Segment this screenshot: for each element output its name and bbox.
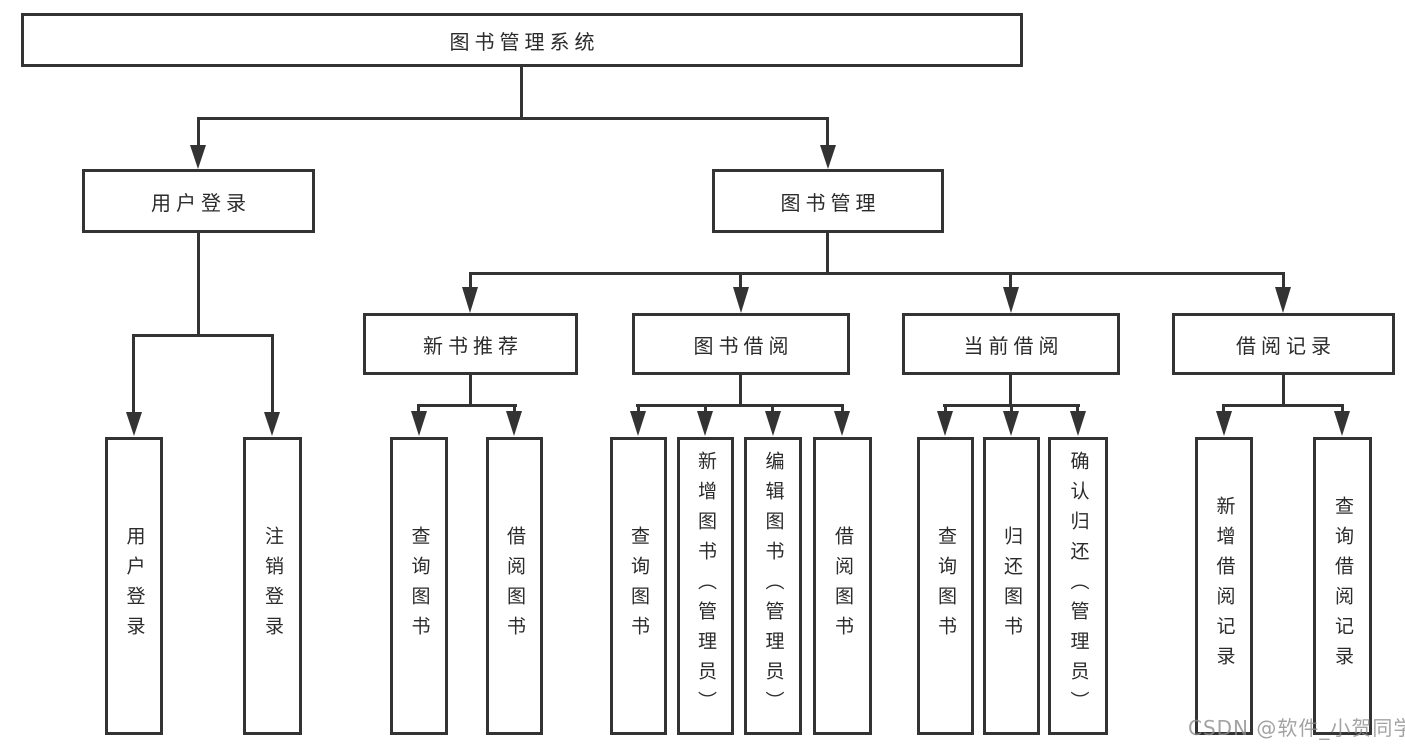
connector-user-login-bar (132, 334, 274, 337)
leaf-return-book: 归还图书 (983, 437, 1040, 735)
connector-leaf-drop (417, 404, 420, 414)
arrow-down-icon (411, 411, 427, 436)
connector-leaf-drop (841, 404, 844, 414)
arrow-down-icon (462, 287, 478, 313)
arrow-down-icon (630, 411, 646, 436)
leaf-logout-label: 注销登录 (262, 526, 284, 646)
node-user-login: 用户登录 (82, 169, 315, 233)
arrow-down-icon (1070, 411, 1086, 436)
leaf-query-books-recommend: 查询图书 (390, 437, 448, 735)
connector-user-login-drop (197, 117, 200, 148)
node-book-borrowing-label: 图书借阅 (693, 333, 794, 358)
node-user-login-label: 用户登录 (151, 190, 251, 215)
leaf-add-book-admin-label: 新增图书（管理员） (695, 451, 717, 721)
arrow-down-icon (834, 411, 850, 436)
arrow-down-icon (1216, 411, 1232, 436)
arrow-down-icon (126, 412, 142, 436)
leaf-confirm-return-admin: 确认归还（管理员） (1048, 437, 1108, 735)
node-book-management: 图书管理 (712, 169, 944, 233)
csdn-watermark: CSDN @软件_小贺同学 (1188, 716, 1405, 740)
connector-root-stem (520, 65, 523, 120)
arrow-down-icon (697, 411, 713, 436)
leaf-borrow-books-borrowing: 借阅图书 (813, 437, 872, 735)
node-new-book-recommend-label: 新书推荐 (423, 333, 523, 358)
leaf-query-books-recommend-label: 查询图书 (408, 526, 431, 646)
leaf-add-book-admin: 新增图书（管理员） (677, 437, 734, 735)
connector-leaf-drop (637, 404, 640, 414)
leaf-confirm-return-admin-label: 确认归还（管理员） (1067, 451, 1090, 721)
connector-records-bar (1222, 404, 1344, 407)
node-current-borrowing: 当前借阅 (902, 313, 1120, 375)
node-current-borrowing-label: 当前借阅 (963, 333, 1064, 358)
leaf-borrow-books-recommend-label: 借阅图书 (504, 526, 526, 646)
connector-l2-drop (469, 272, 472, 289)
connector-leaf-drop (132, 334, 135, 412)
arrow-down-icon (1275, 287, 1291, 313)
leaf-query-borrow-record-label: 查询借阅记录 (1332, 496, 1354, 676)
connector-l2-drop (739, 272, 742, 289)
connector-borrowing-bar (636, 404, 844, 407)
leaf-query-borrow-record: 查询借阅记录 (1313, 437, 1372, 735)
leaf-query-books-borrowing-label: 查询图书 (628, 526, 650, 646)
node-borrowing-records: 借阅记录 (1172, 313, 1395, 375)
connector-records-stem (1282, 375, 1285, 407)
arrow-down-icon (1003, 411, 1019, 436)
leaf-logout: 注销登录 (243, 437, 302, 735)
connector-leaf-drop (771, 404, 774, 414)
leaf-add-borrow-record: 新增借阅记录 (1195, 437, 1253, 735)
connector-leaf-drop (704, 404, 707, 414)
connector-leaf-drop (944, 404, 947, 414)
connector-level1-bar (197, 117, 829, 120)
leaf-return-book-label: 归还图书 (1001, 526, 1023, 646)
leaf-borrow-books-borrowing-label: 借阅图书 (832, 526, 854, 646)
arrow-down-icon (733, 287, 749, 313)
connector-leaf-drop (1341, 404, 1344, 414)
connector-leaf-drop (271, 334, 274, 412)
arrow-down-icon (506, 411, 522, 436)
leaf-add-borrow-record-label: 新增借阅记录 (1213, 496, 1236, 676)
node-library-system-label: 图书管理系统 (449, 29, 600, 54)
connector-leaf-drop (1076, 404, 1079, 414)
node-library-system: 图书管理系统 (21, 13, 1023, 67)
leaf-query-books-current: 查询图书 (917, 437, 974, 735)
leaf-query-books-borrowing: 查询图书 (610, 437, 667, 735)
connector-recommend-bar (417, 404, 517, 407)
node-borrowing-records-label: 借阅记录 (1236, 333, 1336, 358)
arrow-down-icon (190, 145, 206, 169)
node-new-book-recommend: 新书推荐 (363, 313, 578, 375)
connector-leaf-drop (513, 404, 516, 414)
connector-level2-bar (469, 272, 1285, 275)
leaf-borrow-books-recommend: 借阅图书 (486, 437, 543, 735)
connector-borrowing-stem (739, 375, 742, 407)
leaf-user-login: 用户登录 (105, 437, 163, 735)
connector-recommend-stem (469, 375, 472, 407)
arrow-down-icon (937, 411, 953, 436)
leaf-user-login-label: 用户登录 (123, 526, 146, 646)
connector-l2-drop (1009, 272, 1012, 289)
connector-leaf-drop (1222, 404, 1225, 414)
node-book-borrowing: 图书借阅 (632, 313, 850, 375)
node-book-management-label: 图书管理 (780, 190, 881, 215)
connector-book-mgmt-drop (826, 117, 829, 148)
arrow-down-icon (264, 412, 280, 436)
arrow-down-icon (820, 145, 836, 169)
connector-book-mgmt-stem (826, 233, 829, 275)
leaf-edit-book-admin: 编辑图书（管理员） (744, 437, 802, 735)
arrow-down-icon (1003, 287, 1019, 313)
connector-leaf-drop (1010, 404, 1013, 414)
connector-user-login-stem (197, 233, 200, 337)
arrow-down-icon (1334, 411, 1350, 436)
connector-l2-drop (1282, 272, 1285, 289)
connector-current-stem (1009, 375, 1012, 407)
arrow-down-icon (765, 411, 781, 436)
leaf-edit-book-admin-label: 编辑图书（管理员） (762, 451, 785, 721)
leaf-query-books-current-label: 查询图书 (935, 526, 957, 646)
